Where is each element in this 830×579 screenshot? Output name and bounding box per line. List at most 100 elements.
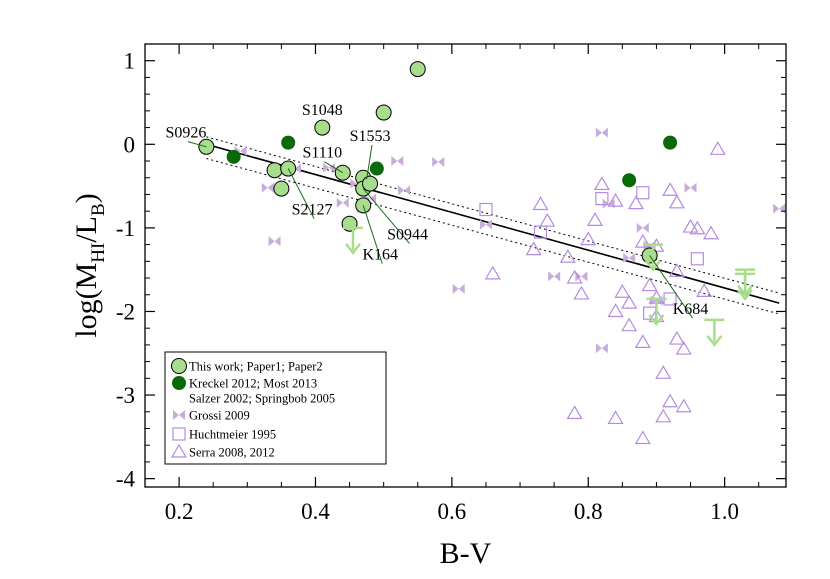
data-point: [525, 241, 542, 256]
annotation-label: S1048: [302, 102, 343, 119]
plot-frame: [144, 43, 787, 488]
data-markers: [198, 61, 786, 445]
fit-lower-line: [206, 158, 780, 315]
data-point: [655, 408, 672, 423]
data-point: [595, 127, 608, 138]
data-point: [682, 218, 699, 233]
legend-label: Serra 2008, 2012: [189, 446, 275, 460]
data-point: [548, 271, 561, 282]
annotation-label: S2127: [292, 202, 333, 219]
data-point: [684, 182, 697, 193]
y-axis-title-sub2: B: [88, 203, 109, 216]
data-point: [634, 334, 651, 348]
data-point: [668, 263, 685, 277]
data-point: [391, 156, 404, 167]
upper-limit-arrow: [735, 272, 756, 301]
x-axis-title: B-V: [440, 537, 492, 570]
data-point: [668, 330, 685, 345]
fit-upper-line: [206, 136, 780, 294]
data-point: [636, 222, 649, 233]
data-point: [432, 156, 445, 167]
data-point: [409, 61, 426, 78]
data-point: [266, 162, 283, 179]
legend-marker: [172, 376, 186, 390]
data-point: [623, 252, 636, 263]
data-point: [479, 202, 493, 217]
data-point: [607, 192, 624, 207]
y-tick-label: -4: [116, 467, 136, 492]
y-axis-title-end: ): [70, 193, 103, 203]
data-point: [484, 265, 501, 280]
upper-limit-arrow: [704, 318, 725, 347]
data-point: [261, 182, 274, 193]
y-tick-label: -2: [116, 299, 135, 324]
data-point: [532, 196, 549, 211]
data-point: [559, 248, 576, 263]
y-tick-label: 0: [124, 132, 136, 157]
x-tick-label: 0.2: [165, 499, 194, 524]
y-tick-label: -3: [116, 383, 135, 408]
data-point: [362, 175, 379, 192]
annotation-label: S1553: [350, 128, 391, 145]
data-point: [314, 119, 331, 136]
data-point: [369, 161, 384, 176]
data-point: [273, 180, 290, 197]
data-point: [268, 236, 281, 247]
data-point: [573, 285, 590, 300]
annotation-label: K684: [673, 301, 709, 318]
data-point: [479, 219, 492, 230]
data-point: [375, 104, 392, 121]
data-point: [675, 398, 692, 413]
data-point: [662, 393, 679, 408]
annotation-leader: [362, 205, 383, 264]
data-point: [634, 430, 651, 445]
upper-limit-arrow: [342, 226, 363, 255]
upper-limit-arrow: [646, 297, 667, 326]
annotation-leader: [649, 255, 693, 319]
data-point: [539, 213, 556, 227]
x-tick-label: 0.8: [574, 499, 603, 524]
y-tick-label: -1: [116, 216, 135, 241]
legend-label: Salzer 2002; Springbob 2005: [189, 392, 335, 406]
annotation-leader: [287, 168, 315, 219]
data-point: [696, 283, 713, 298]
data-point: [773, 203, 786, 214]
annotation-label: S0926: [165, 125, 206, 142]
data-point: [566, 269, 583, 284]
legend-marker: [171, 358, 187, 374]
data-point: [709, 141, 726, 155]
annotation-leader: [187, 141, 207, 148]
data-point: [621, 317, 638, 332]
data-point: [607, 303, 624, 318]
annotation-leader: [324, 161, 344, 174]
data-point: [575, 271, 588, 282]
data-point: [580, 231, 597, 246]
legend-marker: [172, 427, 186, 441]
legend-label: Grossi 2009: [189, 409, 250, 423]
data-point: [595, 192, 609, 206]
annotation-label: K164: [362, 247, 398, 264]
legend-label: Huchtmeier 1995: [189, 428, 276, 442]
y-axis-title-main: log(M: [70, 263, 103, 338]
x-tick-label: 0.4: [301, 499, 330, 524]
data-point: [587, 212, 604, 226]
data-point: [668, 194, 685, 209]
y-axis-title-sub: HI: [88, 243, 109, 263]
annotation-label: S1110: [302, 145, 342, 162]
data-point: [593, 176, 610, 191]
legend-marker: [173, 410, 185, 420]
data-point: [689, 220, 706, 235]
data-point: [690, 252, 704, 266]
data-point: [398, 185, 411, 196]
data-point: [614, 284, 631, 298]
upper-limit-arrow: [643, 243, 664, 272]
y-axis-title-mid: /L: [70, 216, 103, 243]
annotation-leader: [366, 144, 373, 180]
data-point: [636, 186, 650, 200]
data-point: [566, 405, 583, 420]
data-point: [641, 277, 658, 292]
data-point: [452, 283, 465, 294]
